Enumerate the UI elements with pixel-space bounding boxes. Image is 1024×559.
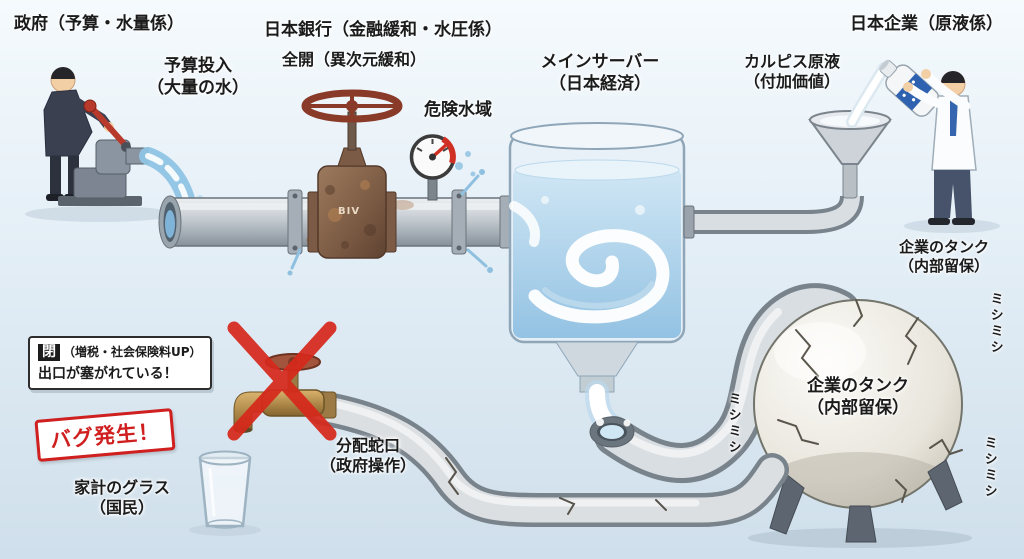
company-hair bbox=[941, 71, 965, 83]
label-glass: 家計のグラス （国民） bbox=[44, 478, 200, 519]
label-creak-3: ミシミシ bbox=[981, 436, 997, 500]
closed-note-line1: （増税・社会保険料UP） bbox=[63, 345, 202, 359]
closed-note-line2: 出口が塞がれている！ bbox=[38, 365, 178, 382]
tank-legs bbox=[769, 459, 963, 543]
government-figure bbox=[43, 67, 114, 201]
pump-lever bbox=[89, 105, 129, 149]
label-boj: 日本銀行（金融緩和・水圧係） bbox=[264, 20, 502, 40]
label-budget: 予算投入 （大量の水） bbox=[128, 56, 268, 100]
household-glass bbox=[198, 450, 252, 529]
main-tank bbox=[508, 122, 686, 393]
tank-water-swirl bbox=[509, 159, 681, 338]
label-budget-line1: 予算投入 bbox=[164, 56, 232, 76]
water-pump bbox=[58, 99, 149, 206]
closed-badge: 閉 bbox=[38, 344, 60, 361]
label-danger-zone: 危険水域 bbox=[424, 100, 492, 120]
distribution-pipe bbox=[305, 391, 789, 527]
gate-valve bbox=[301, 89, 403, 259]
concentrate-stream bbox=[846, 62, 890, 128]
red-x-mark bbox=[227, 321, 337, 441]
valve-stamp: BIV bbox=[338, 206, 361, 217]
label-faucet-line2: （政府操作） bbox=[319, 456, 416, 476]
label-main-server: メインサーバー （日本経済） bbox=[505, 52, 695, 96]
label-faucet: 分配蛇口 （政府操作） bbox=[298, 436, 438, 477]
label-main-server-line1: メインサーバー bbox=[540, 52, 660, 72]
label-calpis: カルピス原液 （付加価値） bbox=[712, 52, 872, 93]
label-corp-tank-inner: 企業のタンク （内部留保） bbox=[770, 376, 946, 420]
label-creak-2: ミシミシ bbox=[725, 392, 741, 456]
label-corp-tank-outer: 企業のタンク （内部留保） bbox=[868, 238, 1020, 276]
label-faucet-line1: 分配蛇口 bbox=[335, 436, 400, 455]
label-corp-tank-inner-line2: （内部留保） bbox=[807, 397, 909, 418]
pipe-flange bbox=[451, 189, 467, 255]
label-company: 日本企業（原液係） bbox=[850, 14, 1003, 34]
valve-handwheel bbox=[301, 89, 403, 123]
label-creak-1: ミシミシ bbox=[987, 292, 1003, 356]
necktie bbox=[950, 98, 958, 136]
pipe-flange bbox=[287, 189, 303, 255]
label-main-server-line2: （日本経済） bbox=[549, 73, 651, 94]
company-figure bbox=[903, 69, 977, 225]
funnel-pipe bbox=[683, 194, 864, 239]
s-curve-pipe bbox=[589, 283, 860, 483]
label-budget-line2: （大量の水） bbox=[147, 77, 249, 98]
label-valve-open: 全開（異次元緩和） bbox=[282, 50, 427, 69]
label-corp-tank-outer-line1: 企業のタンク bbox=[898, 238, 989, 256]
corporate-tank bbox=[753, 299, 963, 543]
label-government: 政府（予算・水量係） bbox=[14, 14, 184, 34]
label-calpis-line2: （付加価値） bbox=[743, 72, 840, 92]
government-hair bbox=[51, 67, 75, 79]
label-calpis-line1: カルピス原液 bbox=[743, 52, 840, 71]
pressure-gauge bbox=[409, 134, 456, 201]
leak-splash bbox=[287, 151, 493, 276]
tank-cracks bbox=[777, 299, 963, 503]
label-corp-tank-inner-line1: 企業のタンク bbox=[807, 376, 909, 396]
label-glass-line1: 家計のグラス bbox=[74, 478, 170, 497]
label-glass-line2: （国民） bbox=[89, 498, 154, 518]
closed-note: 閉（増税・社会保険料UP） 出口が塞がれている！ bbox=[28, 336, 212, 390]
pipe-cracks bbox=[445, 457, 667, 515]
label-corp-tank-outer-line2: （内部留保） bbox=[898, 257, 989, 276]
